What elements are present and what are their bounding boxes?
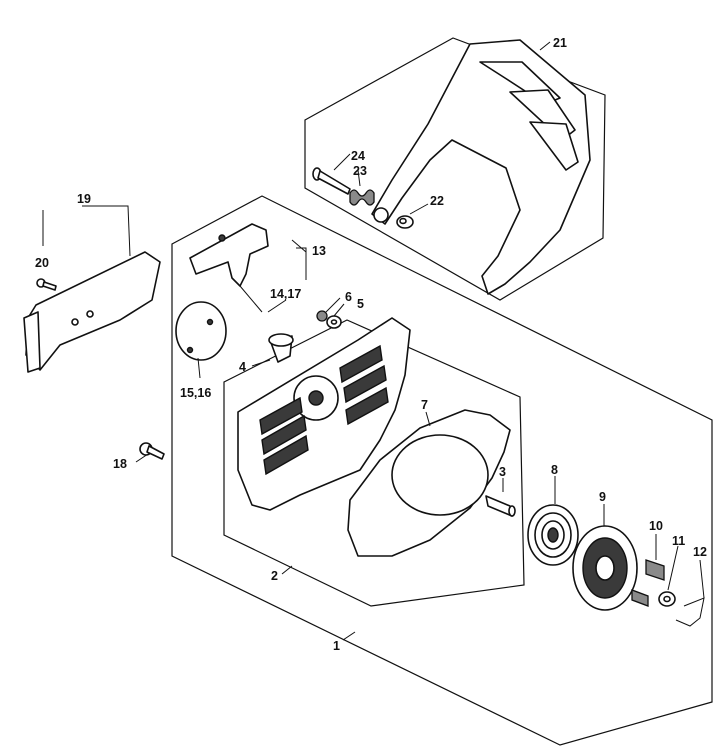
part-12-spring-clip	[675, 597, 705, 627]
part-9-rope-rotor	[572, 525, 638, 611]
assembly-frame-2	[223, 319, 525, 607]
part-6-screw	[316, 310, 328, 322]
part-2-fan-housing	[237, 317, 411, 511]
part-15-16-disc	[175, 301, 227, 361]
callout-23: 23	[353, 164, 367, 178]
callout-19: 19	[77, 192, 91, 206]
callout-8: 8	[551, 463, 558, 477]
callout-13: 13	[312, 244, 326, 258]
callout-22: 22	[430, 194, 444, 208]
part-7-cover	[347, 409, 511, 557]
callout-1: 1	[333, 639, 340, 653]
callout-6: 6	[345, 290, 352, 304]
callout-11: 11	[672, 534, 685, 548]
callout-15-16: 15,16	[180, 386, 211, 400]
assembly-frame-21	[304, 37, 606, 301]
callout-4: 4	[239, 360, 246, 374]
part-20-screw	[36, 278, 57, 291]
part-10-pawl	[631, 559, 665, 607]
part-13-starter-grip	[189, 223, 269, 313]
callout-2: 2	[271, 569, 278, 583]
callout-3: 3	[499, 465, 506, 479]
callouts: 1 2 3 4 5 6 7 8 9 10 11 12 13 14,17 15,1…	[35, 36, 707, 653]
callout-12: 12	[693, 545, 707, 559]
part-22-bushing	[396, 215, 414, 229]
part-24-bolt	[312, 167, 351, 195]
callout-9: 9	[599, 490, 606, 504]
callout-18: 18	[113, 457, 127, 471]
part-18-screw	[139, 442, 165, 460]
callout-24: 24	[351, 149, 365, 163]
part-11-washer	[658, 591, 676, 607]
callout-20: 20	[35, 256, 49, 270]
callout-5: 5	[357, 297, 364, 311]
part-19-plate	[23, 251, 161, 373]
callout-14-17: 14,17	[270, 287, 301, 301]
part-3-pin	[485, 495, 516, 517]
callout-21: 21	[553, 36, 567, 50]
part-21-hand-guard	[371, 39, 591, 295]
part-23-spring	[349, 189, 375, 206]
part-8-rewind-spring	[527, 504, 579, 566]
part-4-cap	[268, 333, 294, 363]
leader-lines	[42, 41, 705, 641]
callout-7: 7	[421, 398, 428, 412]
assembly-frame-1	[171, 195, 713, 746]
part-5-washer	[326, 315, 342, 329]
callout-10: 10	[649, 519, 663, 533]
